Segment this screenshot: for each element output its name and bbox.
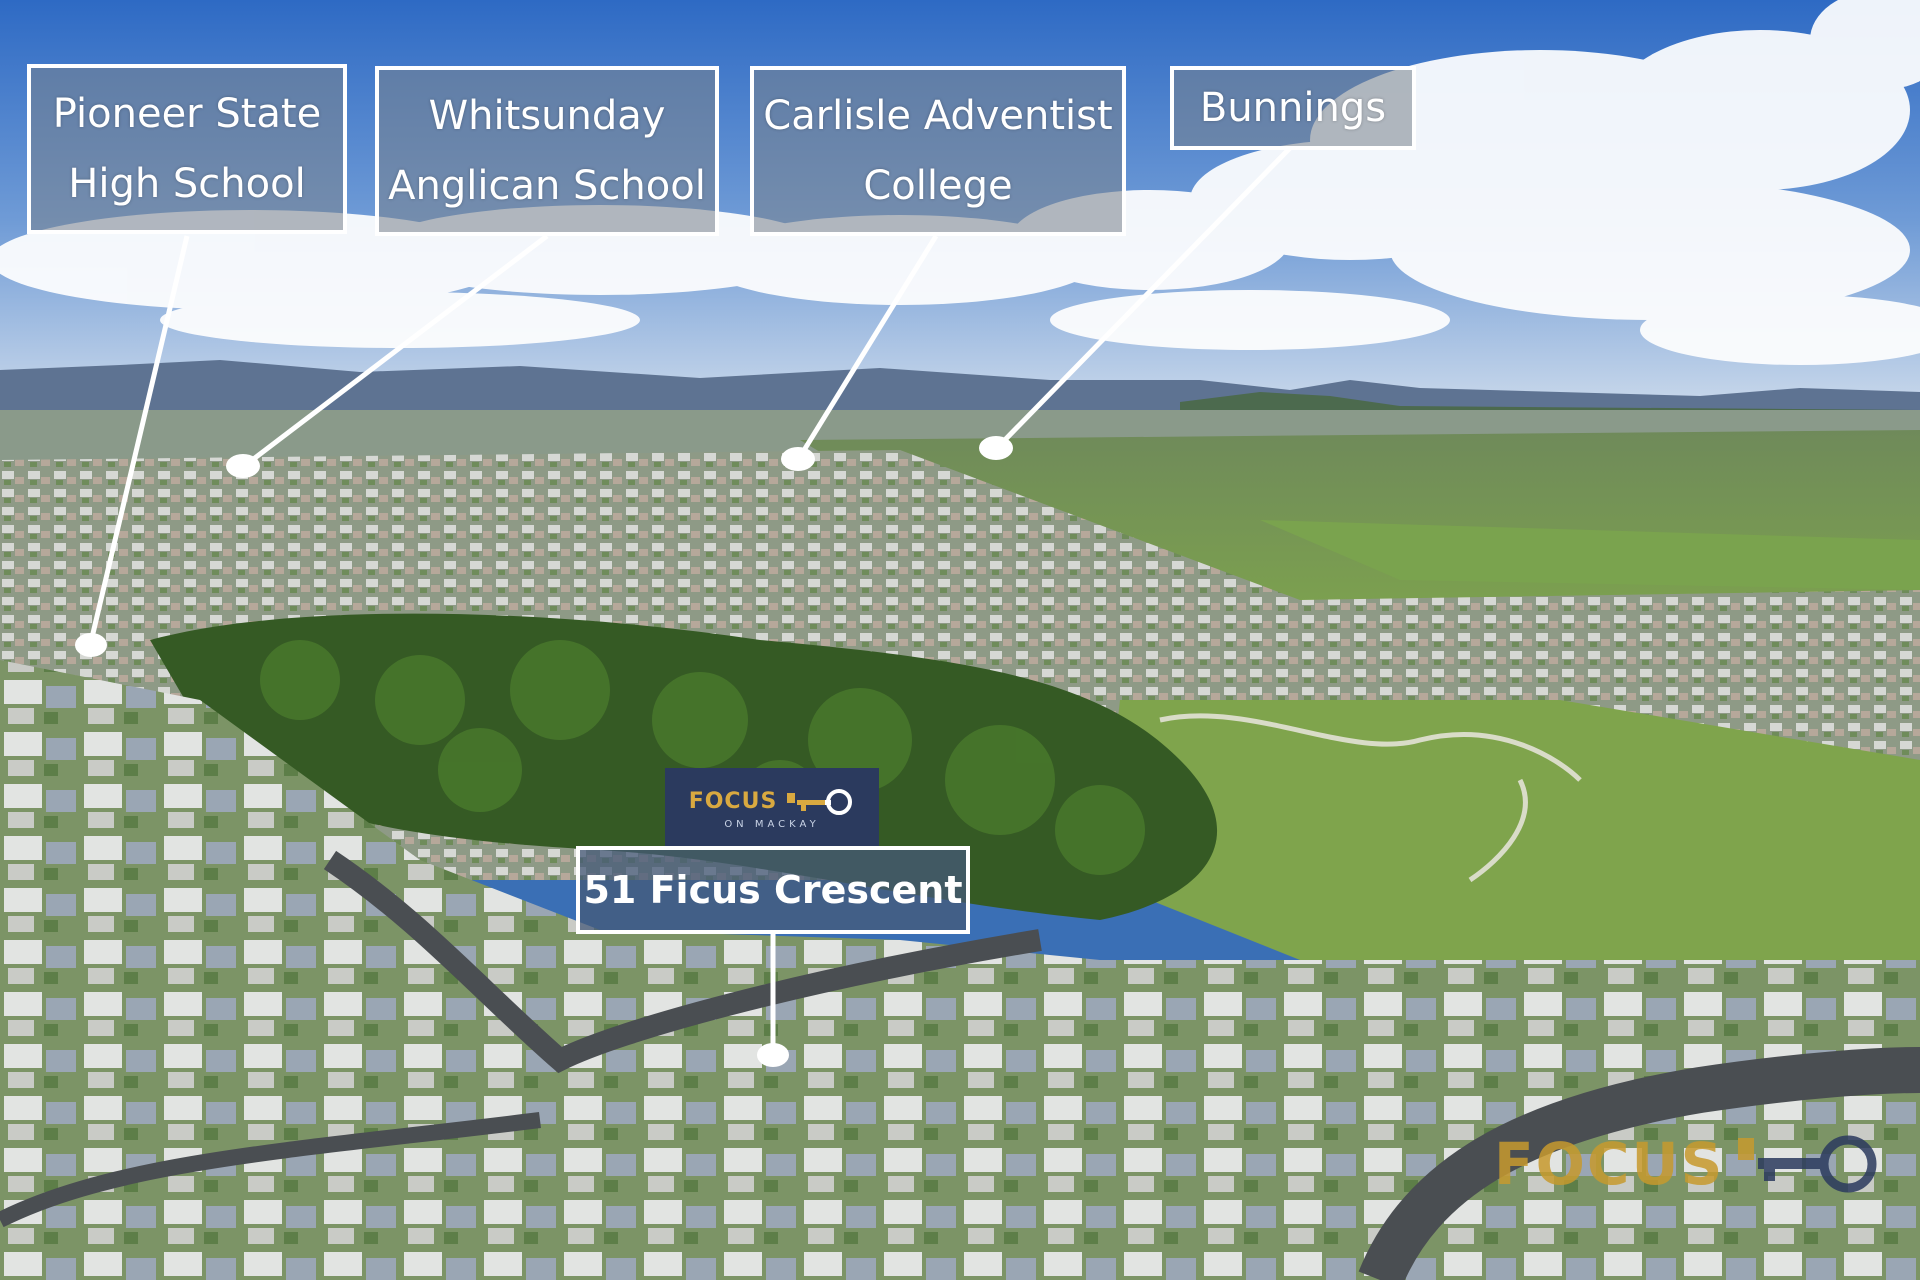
- property-address-label: 51 Ficus Crescent: [576, 846, 970, 934]
- badge-logo-row: FOCUS: [689, 787, 856, 817]
- badge-word: FOCUS: [688, 789, 778, 814]
- focus-on-mackay-badge: FOCUS ON MACKAY: [665, 768, 879, 848]
- label-line-1: Pioneer State: [52, 91, 322, 137]
- label-bunnings: Bunnings: [1170, 66, 1416, 150]
- focus-watermark: FOCUS: [1494, 1124, 1884, 1204]
- label-line-2: High School: [68, 161, 306, 207]
- label-line-1: Whitsunday: [428, 93, 666, 139]
- label-line-2: College: [863, 163, 1013, 209]
- label-carlisle-adventist-college: Carlisle Adventist College: [750, 66, 1126, 236]
- label-whitsunday-anglican-school: Whitsunday Anglican School: [375, 66, 719, 236]
- label-line-1: Bunnings: [1199, 85, 1387, 131]
- label-pioneer-state-high-school: Pioneer State High School: [27, 64, 347, 234]
- watermark-key-icon: [1738, 1135, 1877, 1193]
- badge-subtitle: ON MACKAY: [724, 818, 820, 830]
- label-line-1: Carlisle Adventist: [763, 93, 1113, 139]
- label-line-2: Anglican School: [388, 163, 706, 209]
- key-icon: [787, 788, 853, 815]
- watermark-word: FOCUS: [1494, 1130, 1725, 1198]
